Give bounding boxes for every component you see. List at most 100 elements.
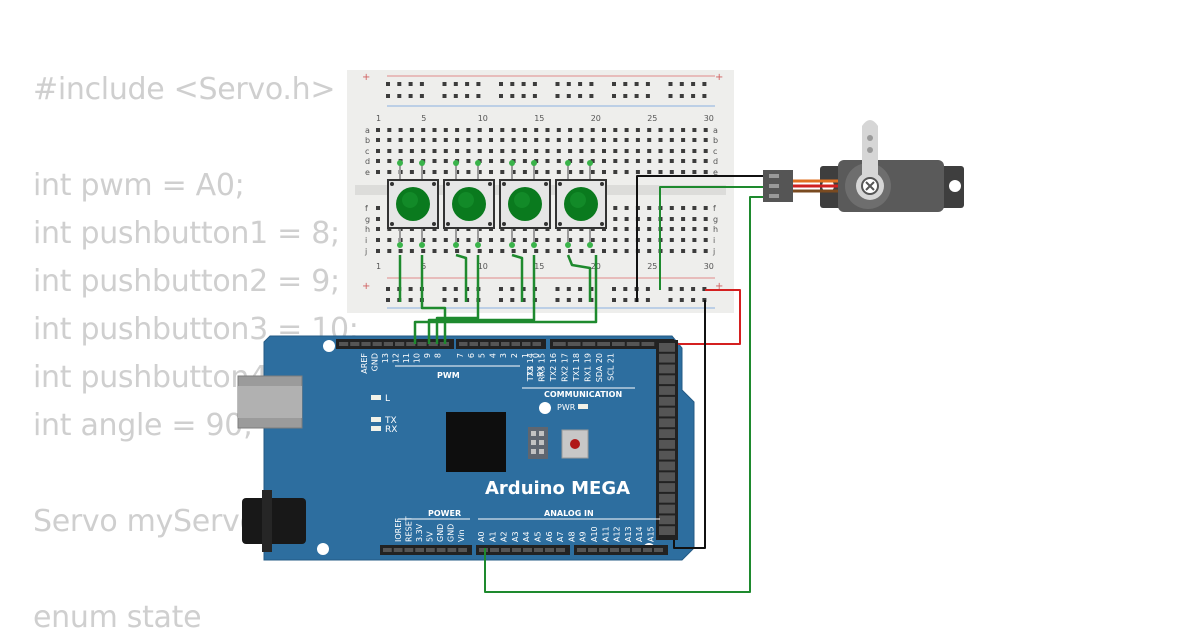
button-corner <box>390 182 394 186</box>
rail-hole <box>623 94 628 98</box>
breadboard-hole <box>477 138 482 142</box>
pin-label: A3 <box>511 531 520 542</box>
header-pin[interactable] <box>417 342 427 346</box>
breadboard-hole <box>421 128 426 132</box>
header-pin[interactable] <box>361 342 371 346</box>
row-letter: i <box>713 236 715 245</box>
header-pin[interactable] <box>632 548 641 552</box>
row-letter: j <box>364 247 367 256</box>
header-pin[interactable] <box>534 548 543 552</box>
header-pin[interactable] <box>659 450 675 460</box>
header-pin[interactable] <box>659 353 675 363</box>
header-pin[interactable] <box>553 342 566 346</box>
header-pin[interactable] <box>556 548 565 552</box>
header-pin[interactable] <box>612 342 625 346</box>
header-pin[interactable] <box>383 548 392 552</box>
header-pin[interactable] <box>659 396 675 406</box>
button-corner <box>446 182 450 186</box>
header-pin[interactable] <box>577 548 586 552</box>
header-pin[interactable] <box>643 548 652 552</box>
header-pin[interactable] <box>469 342 479 346</box>
header-pin[interactable] <box>659 343 675 352</box>
header-pin[interactable] <box>659 493 675 503</box>
breadboard-hole <box>500 249 505 253</box>
wire-green <box>455 253 468 302</box>
header-pin[interactable] <box>350 342 360 346</box>
push-button[interactable] <box>499 160 551 248</box>
header-pin[interactable] <box>436 548 446 552</box>
header-pin[interactable] <box>659 515 675 525</box>
header-pin[interactable] <box>588 548 597 552</box>
header-pin[interactable] <box>428 342 438 346</box>
header-pin[interactable] <box>659 483 675 492</box>
header-pin[interactable] <box>659 418 675 428</box>
breadboard-hole <box>602 138 606 142</box>
column-number: 25 <box>647 262 657 271</box>
header-pin[interactable] <box>621 548 630 552</box>
breadboard-hole <box>511 170 516 174</box>
header-pin[interactable] <box>659 364 675 374</box>
header-pin[interactable] <box>641 342 655 346</box>
breadboard-hole <box>669 149 674 153</box>
header-pin[interactable] <box>659 440 675 449</box>
header-pin[interactable] <box>582 342 596 346</box>
header-pin[interactable] <box>479 548 488 552</box>
header-pin[interactable] <box>659 461 675 471</box>
header-pin[interactable] <box>610 548 619 552</box>
button-leg-tip <box>453 242 459 248</box>
pin-label: 9 <box>423 353 432 358</box>
header-pin[interactable] <box>599 548 608 552</box>
header-pin[interactable] <box>511 342 521 346</box>
header-pin[interactable] <box>597 342 610 346</box>
header-pin[interactable] <box>659 375 675 385</box>
breadboard-hole <box>624 128 629 132</box>
header-pin[interactable] <box>404 548 414 552</box>
header-pin[interactable] <box>458 548 467 552</box>
header-pin[interactable] <box>522 342 531 346</box>
header-pin[interactable] <box>447 548 457 552</box>
header-pin[interactable] <box>659 526 675 535</box>
button-leg-tip <box>397 242 403 248</box>
header-pin[interactable] <box>659 407 675 417</box>
header-pin[interactable] <box>659 472 675 482</box>
row-letter: b <box>365 136 370 145</box>
header-pin[interactable] <box>659 504 675 514</box>
header-pin[interactable] <box>545 548 554 552</box>
button-leg-tip <box>475 242 481 248</box>
header-pin[interactable] <box>659 386 675 395</box>
header-pin[interactable] <box>459 342 468 346</box>
header-pin[interactable] <box>395 342 405 346</box>
row-letter: f <box>365 204 368 213</box>
rail-hole <box>668 298 673 302</box>
header-pin[interactable] <box>426 548 435 552</box>
pin-label: 2 <box>510 353 519 358</box>
header-pin[interactable] <box>490 548 499 552</box>
power-jack[interactable] <box>242 498 306 544</box>
header-pin[interactable] <box>415 548 424 552</box>
header-pin[interactable] <box>490 342 500 346</box>
header-pin[interactable] <box>512 548 521 552</box>
header-pin[interactable] <box>372 342 382 346</box>
header-pin[interactable] <box>626 342 640 346</box>
header-pin[interactable] <box>523 548 532 552</box>
header-pin[interactable] <box>339 342 349 346</box>
header-pin[interactable] <box>393 548 403 552</box>
header-pin[interactable] <box>480 342 489 346</box>
header-pin[interactable] <box>501 342 510 346</box>
header-pin[interactable] <box>654 548 663 552</box>
rail-hole <box>578 94 583 98</box>
header-pin[interactable] <box>532 342 542 346</box>
push-button[interactable] <box>443 160 495 248</box>
pin-label: A6 <box>545 531 554 542</box>
header-pin[interactable] <box>501 548 510 552</box>
header-pin[interactable] <box>567 342 581 346</box>
header-pin[interactable] <box>659 429 675 438</box>
header-pin[interactable] <box>406 342 416 346</box>
push-button[interactable] <box>387 160 439 248</box>
row-letter: e <box>365 168 370 177</box>
header-pin[interactable] <box>383 342 393 346</box>
button-corner <box>544 222 548 226</box>
breadboard-hole <box>455 128 460 132</box>
push-button[interactable] <box>555 160 607 248</box>
breadboard-hole <box>545 138 550 142</box>
